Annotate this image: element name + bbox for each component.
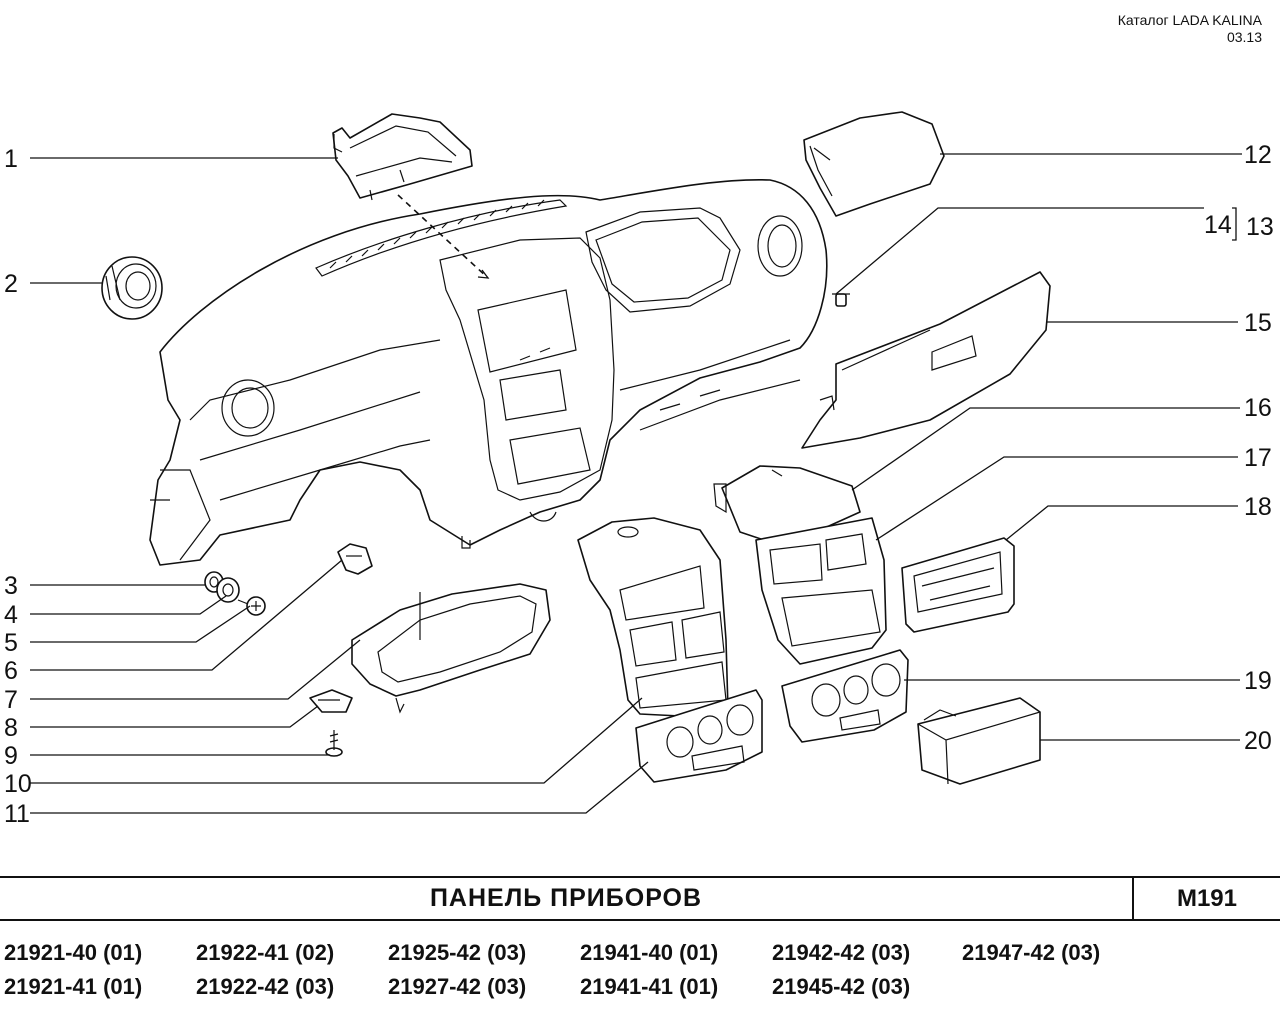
part-15-glovebox [801, 271, 1051, 449]
catalog-name: Каталог LADA KALINA [1117, 12, 1262, 28]
title-bar: ПАНЕЛЬ ПРИБОРОВ M191 [0, 876, 1280, 921]
callout-9: 9 [4, 742, 18, 770]
model-code: 21922-41 (02) [196, 940, 335, 965]
callout-20: 20 [1244, 727, 1272, 755]
callout-16: 16 [1244, 394, 1272, 422]
callout-15: 15 [1244, 309, 1272, 337]
callout-labels: 1 2 3 4 5 6 7 8 9 10 11 12 13 14 15 16 1… [4, 141, 1274, 828]
callout-12: 12 [1244, 141, 1272, 169]
part-20-storage-box [917, 697, 1041, 785]
callout-13: 13 [1246, 213, 1274, 241]
callout-10: 10 [4, 770, 32, 798]
callout-14: 14 [1204, 211, 1232, 239]
model-code: 21942-42 (03) [772, 940, 911, 965]
callout-19: 19 [1244, 667, 1272, 695]
leader-lines [30, 153, 1242, 814]
callout-8: 8 [4, 714, 18, 742]
model-code: 21925-42 (03) [388, 940, 527, 965]
part-19-heater-panel [781, 649, 909, 743]
title-divider [1132, 878, 1134, 919]
part-12-airbag-lid [803, 111, 945, 217]
model-code: 21921-40 (01) [4, 940, 143, 965]
diagram-code: M191 [1176, 885, 1238, 912]
callout-6: 6 [4, 657, 18, 685]
callout-2: 2 [4, 270, 18, 298]
part-18-radio-frame [901, 537, 1015, 633]
part-13-clip [832, 293, 850, 307]
dashboard-main [149, 178, 828, 566]
model-code: 21945-42 (03) [772, 974, 911, 999]
part-1-cover [332, 113, 473, 201]
part-4-washer [216, 577, 240, 603]
part-10-console-frame [577, 517, 729, 717]
part-6-clip [337, 543, 373, 575]
model-code: 21921-41 (01) [4, 974, 143, 999]
callout-3: 3 [4, 572, 18, 600]
part-11-lower-panel [635, 689, 763, 783]
callout-11: 11 [4, 800, 30, 828]
part-8-bracket [309, 689, 353, 713]
callout-1: 1 [4, 145, 18, 173]
part-17-insert [713, 465, 861, 543]
callout-18: 18 [1244, 493, 1272, 521]
model-code: 21941-40 (01) [580, 940, 719, 965]
callout-17: 17 [1244, 444, 1272, 472]
model-code: 21922-42 (03) [196, 974, 335, 999]
part-7-cluster-hood [351, 583, 551, 714]
callout-4: 4 [4, 601, 18, 629]
part-2-vent [101, 256, 163, 320]
catalog-header: Каталог LADA KALINA 03.13 [1118, 12, 1262, 46]
part-9-screw [325, 730, 343, 757]
part-16-console-trim [755, 517, 887, 665]
callout-5: 5 [4, 629, 18, 657]
model-code: 21947-42 (03) [962, 940, 1101, 965]
diagram-title: ПАНЕЛЬ ПРИБОРОВ [429, 884, 703, 912]
catalog-date: 03.13 [1226, 29, 1262, 45]
model-code: 21941-41 (01) [580, 974, 719, 999]
parts-diagram: 1 2 3 4 5 6 7 8 9 10 11 12 13 14 15 16 1… [4, 111, 1274, 828]
part-5-screw [237, 596, 266, 616]
callout-7: 7 [4, 686, 18, 714]
model-code: 21927-42 (03) [388, 974, 527, 999]
